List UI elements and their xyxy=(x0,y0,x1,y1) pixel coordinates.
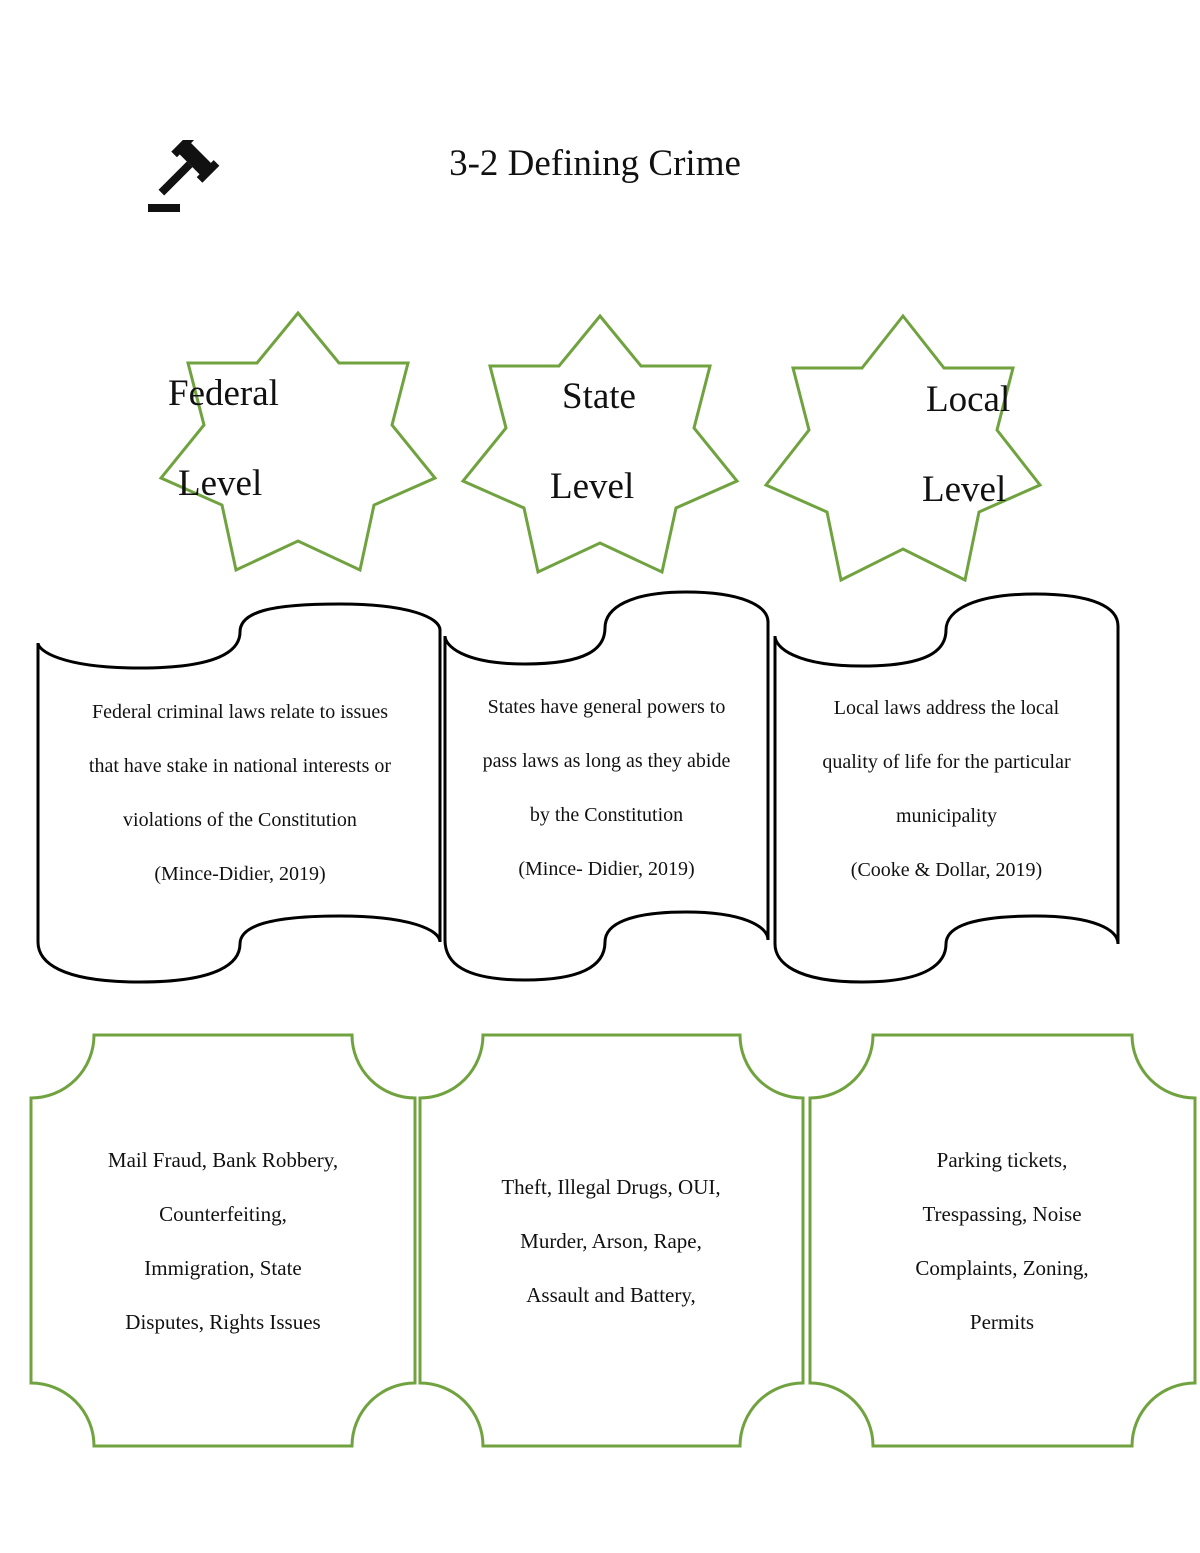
state-examples: Theft, Illegal Drugs, OUI, Murder, Arson… xyxy=(428,1160,794,1322)
local-example-line: Parking tickets, xyxy=(936,1148,1068,1172)
local-star xyxy=(763,313,1043,583)
federal-example-line: Disputes, Rights Issues xyxy=(125,1310,321,1334)
local-star-label-line1: Local xyxy=(926,379,1011,420)
federal-star xyxy=(158,310,438,573)
local-description-line: municipality xyxy=(895,805,998,827)
local-description-citation: (Cooke & Dollar, 2019) xyxy=(850,859,1043,881)
federal-description-line: that have stake in national interests or xyxy=(88,755,392,777)
state-star xyxy=(460,313,740,575)
federal-examples: Mail Fraud, Bank Robbery, Counterfeiting… xyxy=(40,1133,406,1349)
state-description-line: by the Constitution xyxy=(529,804,684,826)
federal-description-line: Federal criminal laws relate to issues xyxy=(91,701,388,723)
local-description: Local laws address the local quality of … xyxy=(780,681,1113,897)
local-star-label-line2: Level xyxy=(922,469,1007,510)
state-examples-box xyxy=(418,1033,805,1448)
state-example-line: Theft, Illegal Drugs, OUI, xyxy=(501,1175,721,1199)
local-examples: Parking tickets, Trespassing, Noise Comp… xyxy=(819,1133,1185,1349)
federal-scroll xyxy=(36,602,442,984)
local-example-line: Permits xyxy=(969,1310,1035,1334)
local-description-line: quality of life for the particular xyxy=(822,751,1071,773)
federal-description-citation: (Mince-Didier, 2019) xyxy=(154,863,326,885)
federal-description-line: violations of the Constitution xyxy=(123,809,357,831)
gavel-icon xyxy=(148,140,220,212)
federal-example-line: Counterfeiting, xyxy=(159,1202,287,1226)
local-examples-box xyxy=(808,1033,1197,1448)
state-description-line: States have general powers to xyxy=(487,696,726,718)
state-star-label-line2: Level xyxy=(550,466,635,507)
state-star-label-line1: State xyxy=(562,376,636,417)
federal-star-label-line1: Federal xyxy=(168,373,279,414)
page-title: 3-2 Defining Crime xyxy=(449,143,741,184)
state-example-line: Assault and Battery, xyxy=(526,1283,696,1307)
state-description: States have general powers to pass laws … xyxy=(450,680,763,896)
state-description-citation: (Mince- Didier, 2019) xyxy=(518,858,695,880)
local-scroll xyxy=(773,592,1120,984)
state-scroll xyxy=(443,590,770,982)
federal-star-label-line2: Level xyxy=(178,463,263,504)
local-description-line: Local laws address the local xyxy=(833,697,1060,719)
local-example-line: Trespassing, Noise xyxy=(922,1202,1082,1226)
state-description-line: pass laws as long as they abide xyxy=(482,750,731,772)
federal-example-line: Mail Fraud, Bank Robbery, xyxy=(107,1148,339,1172)
federal-description: Federal criminal laws relate to issues t… xyxy=(45,685,435,901)
state-example-line: Murder, Arson, Rape, xyxy=(520,1229,702,1253)
federal-examples-box xyxy=(29,1033,417,1448)
local-example-line: Complaints, Zoning, xyxy=(915,1256,1089,1280)
federal-example-line: Immigration, State xyxy=(144,1256,302,1280)
